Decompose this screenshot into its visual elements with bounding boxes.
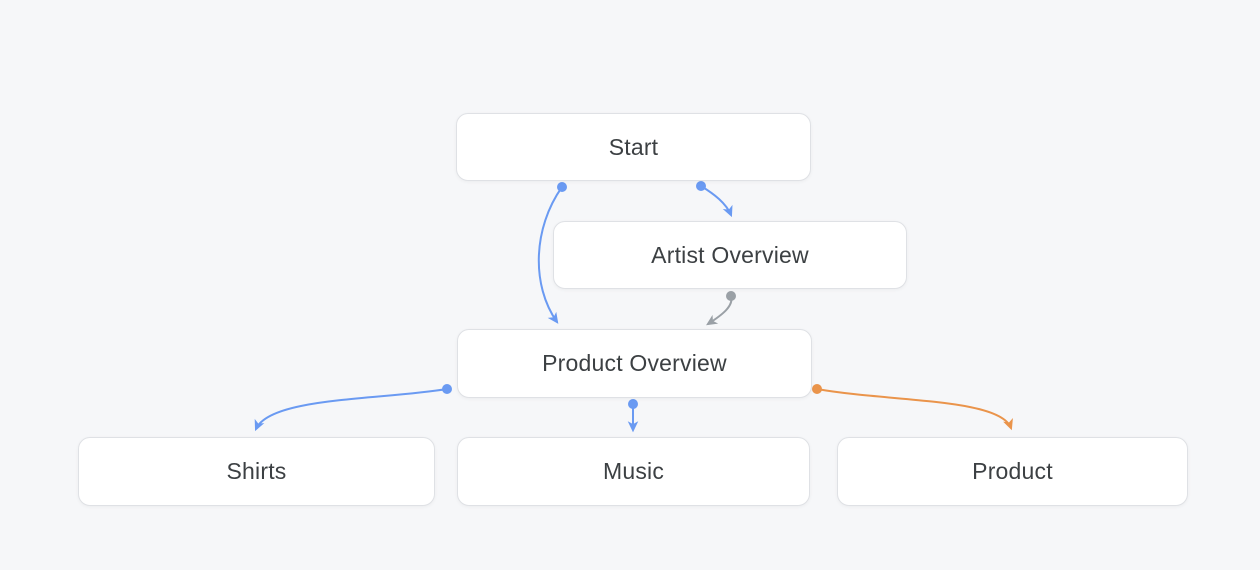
node-music[interactable]: Music — [457, 437, 810, 506]
node-product-overview[interactable]: Product Overview — [457, 329, 812, 398]
edge-product-overview-to-product[interactable] — [812, 384, 1013, 431]
node-product[interactable]: Product — [837, 437, 1188, 506]
node-shirts-label: Shirts — [226, 458, 287, 484]
node-product-overview-label: Product Overview — [542, 350, 727, 376]
edge-product-overview-to-shirts[interactable] — [254, 384, 452, 432]
node-start[interactable]: Start — [456, 113, 811, 181]
node-music-label: Music — [602, 458, 665, 484]
node-shirts[interactable]: Shirts — [78, 437, 435, 506]
edge-start-to-artist-overview[interactable] — [696, 181, 733, 218]
node-start-label: Start — [608, 133, 659, 160]
node-product-label: Product — [972, 458, 1053, 484]
node-artist-overview-label: Artist Overview — [651, 241, 809, 268]
edge-artist-overview-to-product-overview[interactable] — [706, 291, 736, 326]
node-artist-overview[interactable]: Artist Overview — [553, 221, 907, 289]
edge-start-to-product-overview[interactable] — [537, 182, 567, 324]
